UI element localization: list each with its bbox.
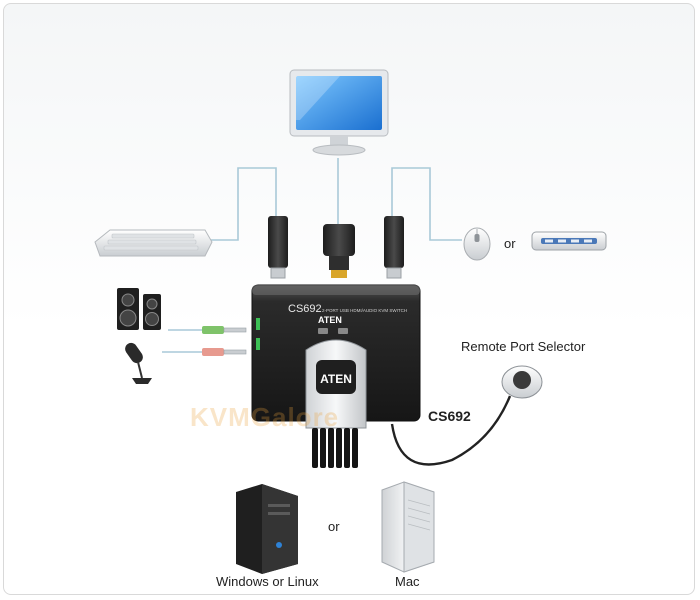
watermark-text: KVMGalore [190, 402, 340, 432]
usb-device-icon [531, 231, 607, 251]
mac-tower-icon [381, 481, 435, 573]
switch-model-text: CS692 [288, 303, 322, 315]
mouse-icon [463, 227, 491, 261]
microphone-icon [125, 342, 152, 384]
mac-label: Mac [395, 574, 420, 589]
switch-brand-small: ATEN [318, 315, 342, 325]
or-label-devices: or [504, 236, 516, 251]
mouse-cable [391, 167, 462, 241]
switch-brand-logo: ATEN [320, 372, 352, 386]
remote-port-selector [390, 365, 543, 466]
integrated-cable-bundle: ATEN [305, 339, 367, 468]
switch-subtitle: 2-PORT USB HDMI/AUDIO KVM SWITCH [322, 308, 407, 313]
model-label: CS692 [428, 408, 471, 424]
speakers-icon [117, 288, 161, 330]
usb-mouse-plug-icon [384, 216, 404, 279]
keyboard-cable [210, 167, 277, 241]
hdmi-plug-icon [323, 224, 355, 278]
windows-or-linux-label: Windows or Linux [216, 574, 319, 589]
or-label-computers: or [328, 519, 340, 534]
keyboard-icon [94, 229, 213, 257]
remote-port-selector-label: Remote Port Selector [461, 339, 586, 354]
monitor-icon [289, 69, 389, 156]
speaker-audio-plug-icon [202, 326, 247, 334]
pc-tower-icon [236, 484, 298, 574]
mic-audio-plug-icon [202, 348, 247, 356]
usb-keyboard-plug-icon [268, 216, 288, 279]
cables [162, 158, 462, 353]
